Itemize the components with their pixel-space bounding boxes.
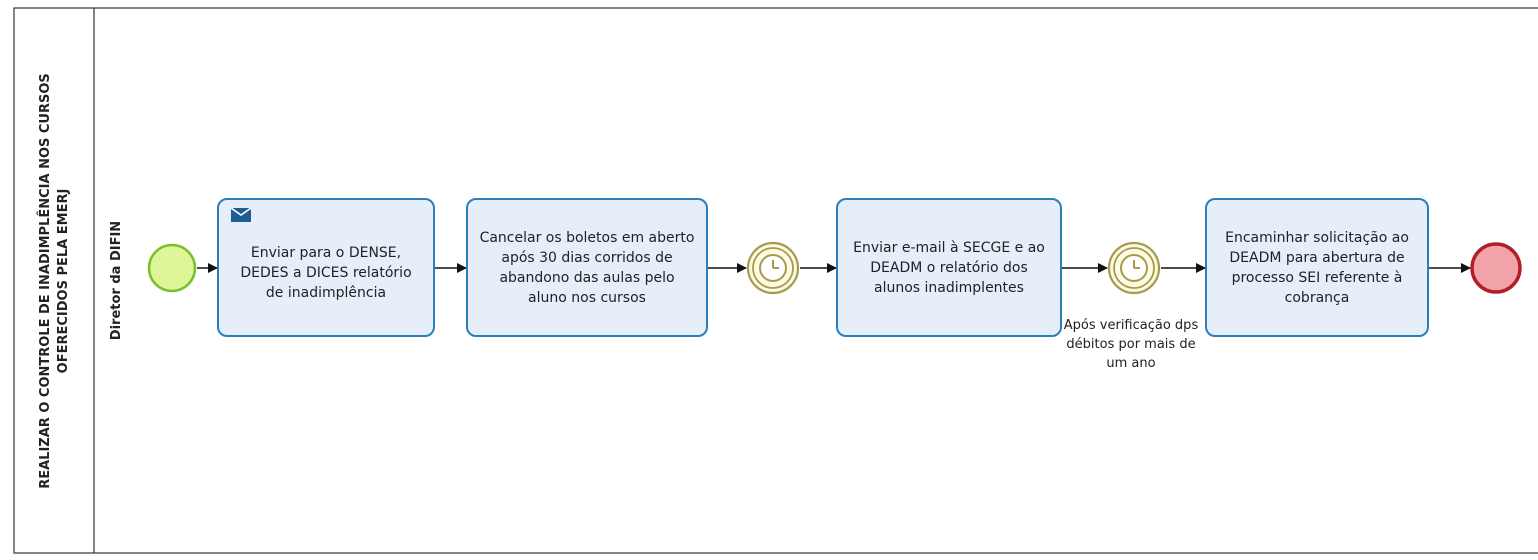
lane-title-text: Diretor da DIFIN [109,220,125,341]
task-label: Encaminhar solicitação ao DEADM para abe… [1225,229,1409,306]
envelope-icon [231,208,251,222]
lane-title: Diretor da DIFIN [94,8,140,553]
pool-title: REALIZAR O CONTROLE DE INADIMPLÊNCIA NOS… [28,8,82,553]
timer-icon[interactable] [1107,241,1161,295]
task-label: Enviar e-mail à SECGE e ao DEADM o relat… [853,239,1045,296]
end-event-icon[interactable] [1470,242,1522,294]
task-label: Enviar para o DENSE, DEDES a DICES relat… [240,244,412,301]
pool-title-line2: OFERECIDOS PELA EMERJ [56,188,72,373]
timer-icon[interactable] [746,241,800,295]
timer-event-label: Após verificação dps débitos por mais de… [1063,318,1199,371]
pool-frame [13,7,1538,554]
start-event-icon[interactable] [147,243,197,293]
pool-title-line1: REALIZAR O CONTROLE DE INADIMPLÊNCIA NOS… [38,72,54,489]
task-send-email[interactable]: Enviar e-mail à SECGE e ao DEADM o relat… [836,198,1062,337]
task-forward-request[interactable]: Encaminhar solicitação ao DEADM para abe… [1205,198,1429,337]
task-send-report[interactable]: Enviar para o DENSE, DEDES a DICES relat… [217,198,435,337]
task-label: Cancelar os boletos em aberto após 30 di… [479,229,695,306]
task-cancel-boletos[interactable]: Cancelar os boletos em aberto após 30 di… [466,198,708,337]
